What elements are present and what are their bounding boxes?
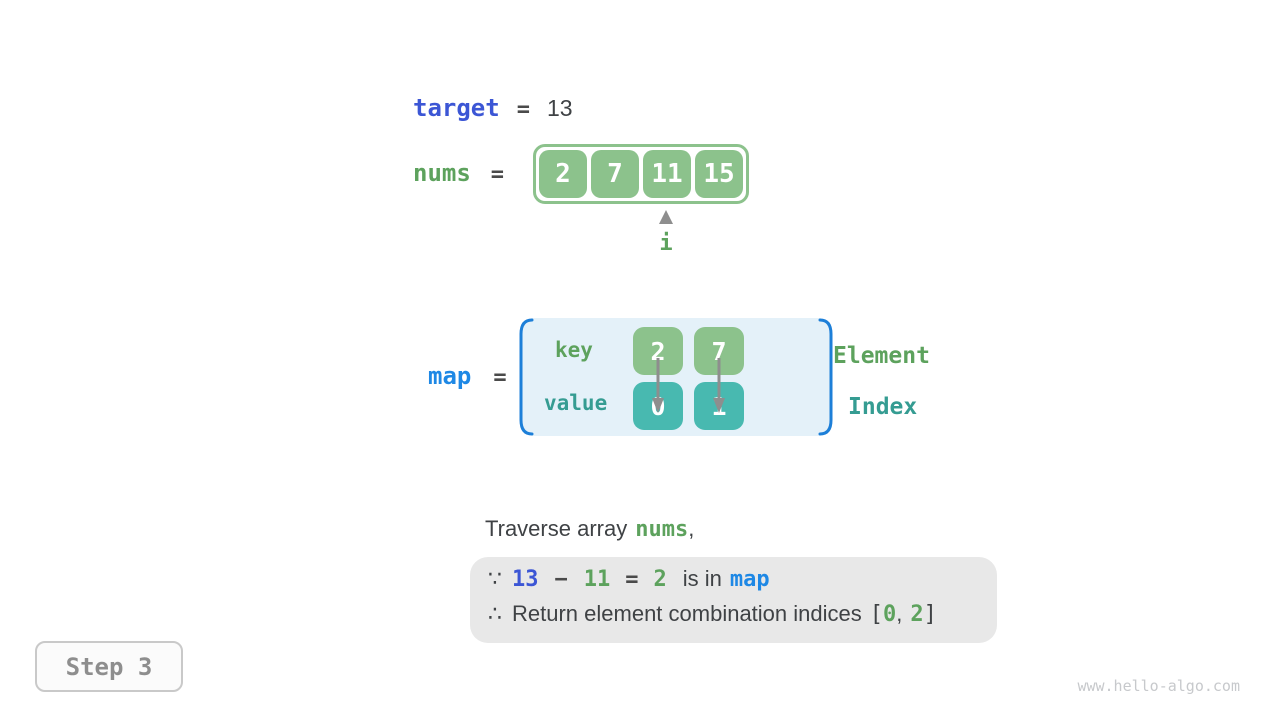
equals-sign: = [625,567,639,592]
map-assignment: map = [428,364,507,389]
index-pointer-label: i [659,231,673,256]
array-cell: 7 [591,150,639,198]
map-value-label: value [544,391,608,415]
value-legend-label: Index [848,394,918,420]
deduction-line-because: ∵ 13 − 11 = 2 is in map [488,566,997,601]
map-name: map [729,567,770,592]
array-cell: 15 [695,150,743,198]
target-value: 13 [512,567,539,592]
minus-sign: − [554,567,568,592]
down-arrow-icon [713,358,725,413]
because-symbol: ∵ [488,566,502,591]
caption: Traverse array nums , [485,516,694,542]
nums-assignment: nums = [413,161,504,186]
equals-sign: = [493,365,507,390]
step-badge: Step 3 [35,641,183,692]
target-value: 13 [546,95,573,121]
target-assignment: target = 13 [413,96,573,121]
left-bracket-icon [519,318,534,436]
result-index-b: 2 [910,602,924,627]
array-cell: 2 [539,150,587,198]
is-in-text: is in [682,566,722,591]
caption-suffix: , [688,516,695,541]
result-index-a: 0 [883,602,897,627]
target-var-name: target [413,94,500,122]
caption-code: nums [635,517,689,542]
therefore-symbol: ∴ [488,601,502,626]
open-bracket: [ [869,602,883,627]
map-key-label: key [555,338,593,362]
map-var-name: map [428,362,472,390]
up-arrow-icon [659,210,673,224]
equals-sign: = [516,97,530,122]
deduction-line-therefore: ∴ Return element combination indices [ 0… [488,601,997,636]
complement-value: 2 [653,567,667,592]
down-arrow-icon [652,358,664,413]
nums-array: 2 7 11 15 [533,144,749,204]
deduction-panel: ∵ 13 − 11 = 2 is in map ∴ Return element… [470,557,997,643]
caption-text: Traverse array [485,516,628,541]
right-bracket-icon [818,318,833,436]
current-value: 11 [583,567,611,592]
equals-sign: = [490,162,505,187]
nums-var-name: nums [413,159,471,187]
comma: , [896,601,903,626]
close-bracket: ] [923,602,937,627]
array-cell: 11 [643,150,691,198]
watermark: www.hello-algo.com [1077,677,1240,695]
conclusion-text: Return element combination indices [512,601,862,626]
key-legend-label: Element [833,343,930,369]
hash-map: key value 2 7 0 1 [519,318,833,436]
